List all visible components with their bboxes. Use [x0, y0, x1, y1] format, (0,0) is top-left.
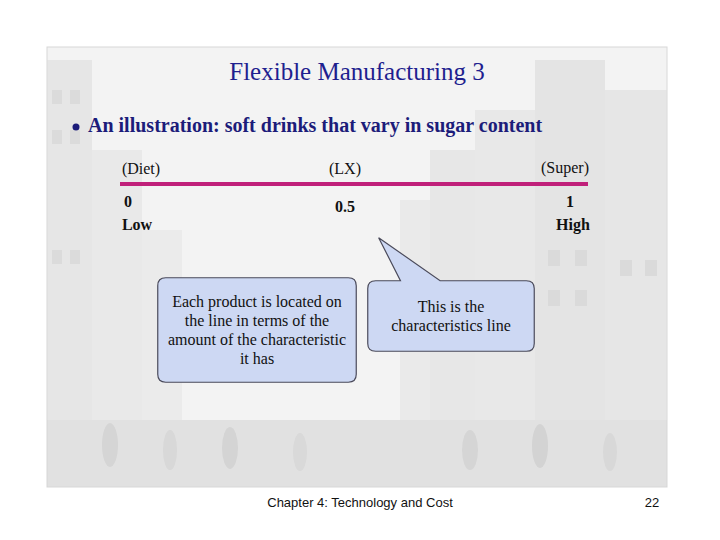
- product-name: (LX): [329, 160, 361, 178]
- characteristics-line: [120, 182, 588, 186]
- bullet-text: An illustration: soft drinks that vary i…: [88, 114, 542, 137]
- footer-text: Chapter 4: Technology and Cost: [267, 496, 453, 511]
- callout-text: Each product is located on the line in t…: [157, 286, 357, 375]
- slide-title: Flexible Manufacturing 3: [229, 58, 485, 86]
- page-number: 22: [645, 496, 659, 511]
- scale-value: 0: [124, 193, 132, 211]
- photo-frame: [47, 47, 667, 487]
- product-name: (Diet): [122, 160, 160, 178]
- callout-box: Each product is located on the line in t…: [157, 277, 357, 383]
- scale-value: 0.5: [335, 198, 355, 216]
- scale-end-label: Low: [122, 216, 152, 234]
- scale-value: 1: [566, 193, 574, 211]
- callout-text: This is the characteristics line: [367, 291, 535, 341]
- scale-end-label: High: [556, 216, 590, 234]
- product-name: (Super): [541, 159, 589, 177]
- node-outline: [367, 280, 535, 352]
- street-scene: [47, 60, 667, 487]
- outline-path: [158, 278, 357, 383]
- bullet-dot: [73, 124, 80, 131]
- pointer-callout: This is the characteristics line: [367, 280, 535, 352]
- outline-path: [368, 238, 535, 352]
